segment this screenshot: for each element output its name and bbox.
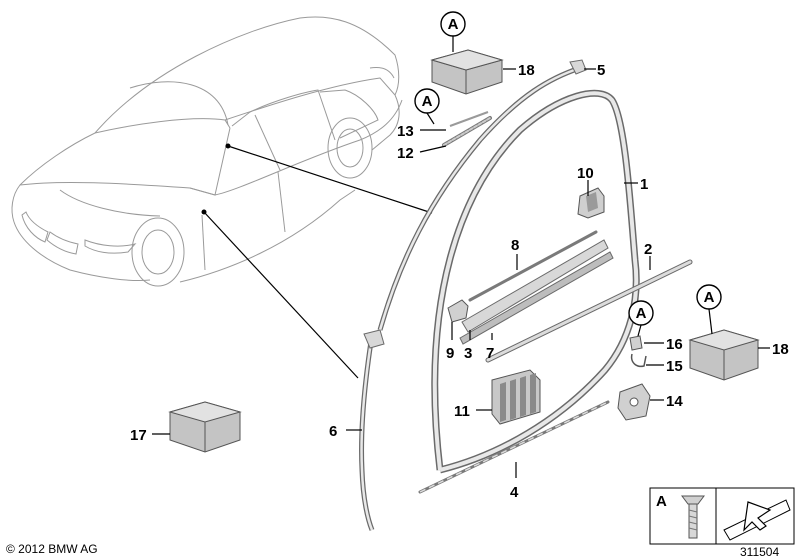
circle-marker-a-top: A bbox=[440, 11, 466, 52]
circle-a-13-label: A bbox=[422, 93, 433, 110]
circle-marker-a-18-right: A bbox=[696, 284, 722, 335]
callout-12: 12 bbox=[397, 145, 414, 162]
callout-5: 5 bbox=[597, 62, 605, 79]
box-18-right bbox=[688, 329, 760, 381]
callout-18-right: 18 bbox=[772, 341, 789, 358]
callout-17: 17 bbox=[130, 427, 147, 444]
callout-6: 6 bbox=[329, 423, 337, 440]
callout-18-top: 18 bbox=[518, 62, 535, 79]
seal-6 bbox=[359, 329, 385, 531]
box-18-top bbox=[430, 49, 504, 95]
circle-a-top-label: A bbox=[448, 16, 459, 33]
door-frame-seal bbox=[431, 89, 640, 474]
screw-icon bbox=[681, 495, 705, 539]
callout-15: 15 bbox=[666, 358, 683, 375]
moulding-12-13 bbox=[442, 111, 492, 147]
callout-4: 4 bbox=[510, 484, 519, 501]
clip-15-16 bbox=[629, 335, 647, 368]
callout-9: 9 bbox=[446, 345, 454, 362]
circle-a-18-right-label: A bbox=[704, 289, 715, 306]
circle-marker-a-16: A bbox=[628, 300, 654, 337]
buffer-11 bbox=[491, 369, 541, 425]
circle-marker-a-13: A bbox=[414, 88, 440, 125]
mounting-arrow-icon bbox=[723, 499, 791, 541]
legend-box: A bbox=[649, 487, 795, 545]
circle-a-16-label: A bbox=[636, 305, 647, 322]
car-illustration bbox=[11, 16, 403, 287]
leader-car-to-frame bbox=[227, 145, 433, 214]
callout-13: 13 bbox=[397, 123, 414, 140]
clip-10 bbox=[577, 187, 605, 219]
callout-1: 1 bbox=[640, 176, 648, 193]
callout-16: 16 bbox=[666, 336, 683, 353]
callout-8: 8 bbox=[511, 237, 519, 254]
diagram-number: 311504 bbox=[740, 545, 779, 559]
callout-11: 11 bbox=[454, 403, 470, 420]
bracket-14 bbox=[617, 383, 651, 421]
legend-a-label: A bbox=[656, 493, 667, 510]
strip-2 bbox=[485, 259, 693, 363]
window-channel-parts bbox=[447, 230, 614, 345]
callout-14: 14 bbox=[666, 393, 683, 410]
leader-dot-lower bbox=[201, 209, 207, 215]
copyright-text: © 2012 BMW AG bbox=[6, 542, 98, 556]
callout-2: 2 bbox=[644, 241, 652, 258]
callout-3: 3 bbox=[464, 345, 472, 362]
strip-4 bbox=[418, 400, 610, 494]
leader-car-to-seal-6 bbox=[203, 211, 359, 379]
callout-7: 7 bbox=[486, 345, 494, 362]
box-17 bbox=[168, 401, 242, 453]
upper-seal-5 bbox=[377, 59, 587, 331]
leader-dot-upper bbox=[225, 143, 231, 149]
callout-10: 10 bbox=[577, 165, 594, 182]
